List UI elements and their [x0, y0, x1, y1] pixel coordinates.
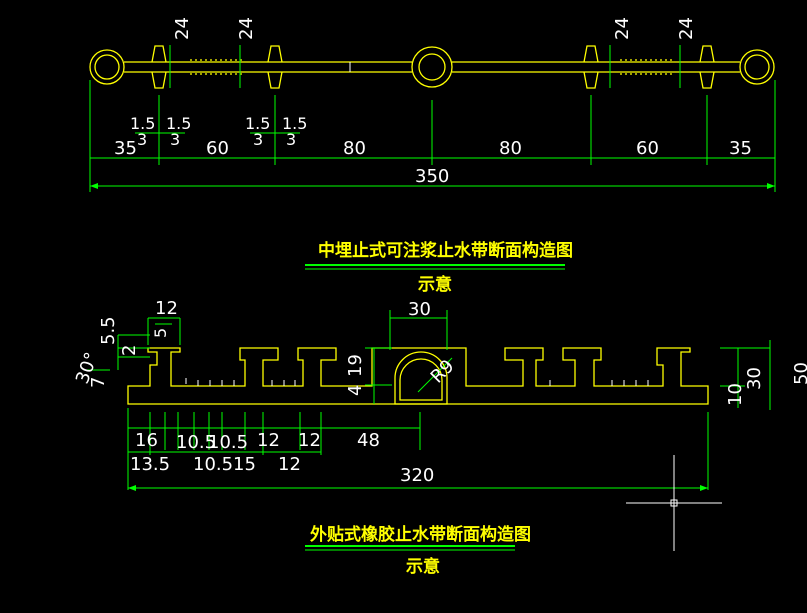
rib-label-4: 24 [676, 17, 697, 40]
h-center: 19 [345, 354, 366, 377]
drawing2-dimensions [85, 310, 771, 491]
row2-10-5: 10.5 [193, 454, 233, 475]
right-bulb-inner [744, 54, 770, 80]
small-l-4: 3 [170, 130, 180, 149]
drawing2-profile [127, 347, 709, 405]
small-l-3: 3 [137, 130, 147, 149]
seg-80-right: 80 [499, 138, 522, 159]
small-r-1: 1.5 [245, 114, 270, 133]
rib-inner: 5 [151, 328, 170, 338]
rib-4 [699, 45, 715, 89]
crosshair-cursor [626, 455, 722, 551]
row2-15: 15 [233, 454, 256, 475]
h-top-a: 5.5 [98, 316, 119, 345]
radius-label: R9 [427, 356, 459, 388]
row1-48: 48 [357, 430, 380, 451]
h-right: 30 [744, 367, 765, 390]
h-top-b: 2 [119, 345, 140, 356]
center-cavity-outer [394, 351, 448, 405]
rib-2 [267, 45, 283, 89]
rib-3 [583, 45, 599, 89]
h-left: 7 [88, 377, 109, 388]
small-l-2: 1.5 [166, 114, 191, 133]
seg-60-left: 60 [206, 138, 229, 159]
drawing1-title: 中埋止式可注浆止水带断面构造图 [318, 240, 573, 261]
drawing1-labels: 24 24 24 24 1.5 1.5 3 3 1.5 1.5 3 3 35 6… [114, 17, 752, 187]
small-r-2: 1.5 [282, 114, 307, 133]
right-bulb-outer [739, 49, 775, 85]
left-bulb-inner [94, 54, 120, 80]
row1-16: 16 [135, 430, 158, 451]
small-r-3: 3 [253, 130, 263, 149]
drawing1-dimensions [89, 45, 776, 192]
rib-label-2: 24 [236, 17, 257, 40]
top-width: 30 [408, 299, 431, 320]
web-plate [124, 61, 740, 73]
strip-outline [127, 347, 709, 405]
seg-60-right: 60 [636, 138, 659, 159]
drawing1-subtitle: 示意 [418, 274, 452, 295]
total-350: 350 [415, 166, 449, 187]
drawing2-title: 外贴式橡胶止水带断面构造图 [310, 524, 531, 545]
total-320: 320 [400, 465, 434, 486]
row1-10-5b: 10.5 [208, 432, 248, 453]
center-cavity-inner [399, 358, 443, 401]
seg-35-left: 35 [114, 138, 137, 159]
seg-80-left: 80 [343, 138, 366, 159]
center-bulb-outer [411, 46, 453, 88]
rib-width: 12 [155, 298, 178, 319]
rib-1 [151, 45, 167, 89]
row1-12a: 12 [257, 430, 280, 451]
h-right-low: 10 [725, 383, 746, 406]
drawing1-profile [89, 45, 775, 89]
left-bulb-outer [89, 49, 125, 85]
small-r-4: 3 [286, 130, 296, 149]
drawing2-subtitle: 示意 [406, 556, 440, 577]
h-center-low: 4 [345, 385, 366, 396]
row1-10-5a: 10.5 [176, 432, 216, 453]
row2-12: 12 [278, 454, 301, 475]
center-bulb-inner [418, 53, 446, 81]
drawing2-title-block: 外贴式橡胶止水带断面构造图 示意 [305, 524, 531, 577]
row1-12b: 12 [298, 430, 321, 451]
row2-13-5: 13.5 [130, 454, 170, 475]
drawing2-labels: 30 12 5 5.5 2 30° 7 19 4 R9 30 10 50 16 … [72, 298, 807, 486]
rib-label-1: 24 [172, 17, 193, 40]
seg-35-right: 35 [729, 138, 752, 159]
small-l-1: 1.5 [130, 114, 155, 133]
rib-label-3: 24 [612, 17, 633, 40]
h-far: 50 [791, 362, 807, 385]
drawing1-title-block: 中埋止式可注浆止水带断面构造图 示意 [305, 240, 573, 295]
